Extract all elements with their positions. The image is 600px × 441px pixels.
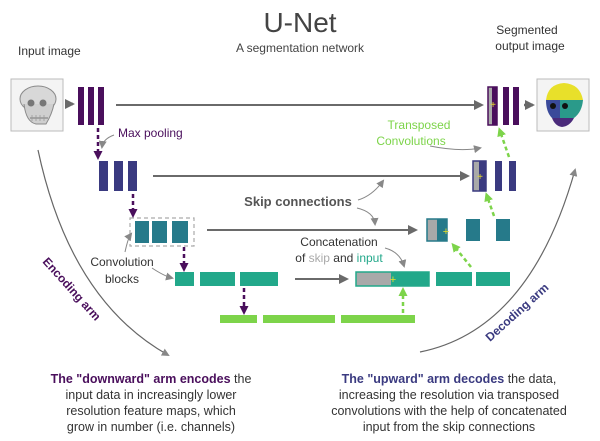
decoding-arm-label: Decoding arm <box>483 280 552 344</box>
maxpool-pointer <box>98 134 115 149</box>
transposed-label-line2: Convolutions <box>376 134 445 148</box>
encoder-level3-blocks <box>129 217 195 247</box>
decoder-level1-blocks: + <box>487 86 519 126</box>
svg-text:+: + <box>390 274 396 286</box>
decoder-level2-blocks: + <box>472 160 516 192</box>
segmented-skull-icon <box>536 78 590 132</box>
svg-text:resolution feature maps, which: resolution feature maps, which <box>66 404 236 418</box>
svg-text:+: + <box>490 100 496 111</box>
svg-text:The "upward" arm decodes the d: The "upward" arm decodes the data, <box>342 372 557 386</box>
segmented-label-line1: Segmented <box>496 23 557 37</box>
svg-text:grow in number (i.e. channels): grow in number (i.e. channels) <box>67 420 235 434</box>
transposed-pointer <box>429 145 482 154</box>
svg-text:+: + <box>477 172 483 183</box>
diagram-title: U-Net <box>263 7 336 38</box>
svg-text:The "downward" arm encodes the: The "downward" arm encodes the <box>51 372 252 386</box>
bottleneck-blocks <box>220 315 415 323</box>
transposed-label-line1: Transposed <box>388 118 451 132</box>
upconv-arrow-4 <box>497 127 511 158</box>
skip-pointer-up <box>357 179 385 201</box>
skull-xray-icon <box>10 78 64 132</box>
concatenation-label-line2: of skip and input <box>295 251 383 265</box>
conv-pointer-1 <box>124 232 133 253</box>
upconv-arrow-3 <box>484 192 496 217</box>
decoder-level4-blocks: + <box>355 271 510 287</box>
upconv-arrow-2 <box>451 242 472 268</box>
decoder-level3-blocks: + <box>426 218 510 242</box>
segmented-label-line2: output image <box>495 39 565 53</box>
svg-text:input from the skip connection: input from the skip connections <box>363 420 535 434</box>
convolution-blocks-line2: blocks <box>105 272 139 286</box>
skip-pointer-down <box>356 207 379 226</box>
concatenation-label-line1: Concatenation <box>300 235 377 249</box>
svg-text:input data in increasingly low: input data in increasingly lower <box>66 388 237 402</box>
encoder-level1-blocks <box>78 87 104 125</box>
svg-text:increasing the resolution via: increasing the resolution via transposed <box>339 388 559 402</box>
encoder-description: The "downward" arm encodes the input dat… <box>51 372 252 434</box>
conv-pointer-2 <box>151 267 174 281</box>
convolution-blocks-line1: Convolution <box>90 255 153 269</box>
concat-pointer <box>384 247 407 268</box>
encoder-level2-blocks <box>99 161 137 191</box>
skip-connections-label: Skip connections <box>244 194 352 209</box>
diagram-subtitle: A segmentation network <box>236 41 365 55</box>
svg-text:+: + <box>443 226 449 238</box>
encoding-arm-arrow <box>37 149 170 356</box>
max-pooling-label: Max pooling <box>118 126 183 140</box>
decoding-arm-arrow <box>419 168 578 353</box>
svg-text:convolutions with the help of: convolutions with the help of concatenat… <box>331 404 567 418</box>
input-image-label: Input image <box>18 44 81 58</box>
encoder-level4-blocks <box>175 272 278 286</box>
decoder-description: The "upward" arm decodes the data, incre… <box>331 372 567 434</box>
